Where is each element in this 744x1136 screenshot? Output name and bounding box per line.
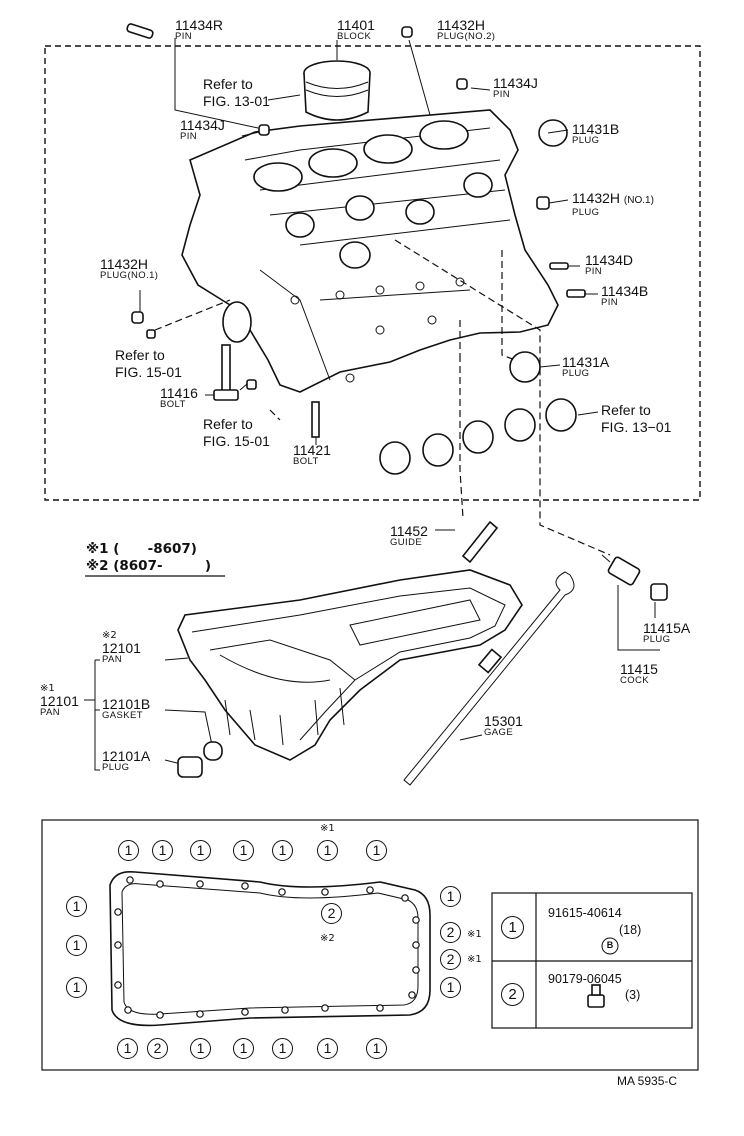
block-assembly-boundary: [44, 45, 701, 501]
bolt-hole-dot: [114, 908, 122, 916]
bolt-hole-dot: [281, 1006, 289, 1014]
bolt-hole-dot: [278, 888, 286, 896]
accessory-parts: [403, 520, 668, 786]
small-parts: [126, 23, 586, 438]
bolt-hole-dot: [114, 941, 122, 949]
bolt-hole-dot: [401, 894, 409, 902]
bolt-hole-dot: [124, 1006, 132, 1014]
bolt-table: [491, 892, 693, 1029]
bolt-hole-dot: [408, 991, 416, 999]
bolt-hole-dot: [412, 916, 420, 924]
bolt-hole-dot: [126, 876, 134, 884]
leader-lines: [139, 38, 611, 556]
bolt-hole-dot: [321, 888, 329, 896]
cylinder-block-drawing: [181, 109, 559, 393]
pan-leader-lines: [84, 529, 483, 778]
bolt-hole-dot: [241, 882, 249, 890]
bolt-hole-dot: [321, 1004, 329, 1012]
bolt-hole-dot: [156, 1011, 164, 1019]
bolt-hole-dot: [376, 1004, 384, 1012]
bolt-hole-dot: [114, 981, 122, 989]
bolt-hole-dot: [156, 880, 164, 888]
piston-drawing: [303, 60, 371, 121]
bolt-hole-dot: [196, 1010, 204, 1018]
bolt-hole-dots: [114, 876, 420, 1019]
bolt-hole-dot: [412, 941, 420, 949]
bolt-hole-dot: [241, 1008, 249, 1016]
bolt-hole-dot: [366, 886, 374, 894]
bolt-hole-dot: [196, 880, 204, 888]
crank-bearings: [379, 398, 577, 475]
bolt-chart-frame: [41, 819, 699, 1071]
bolt-hole-dot: [412, 966, 420, 974]
oil-pan-drawing: [177, 569, 523, 761]
pan-outline-chart: [109, 870, 431, 1027]
